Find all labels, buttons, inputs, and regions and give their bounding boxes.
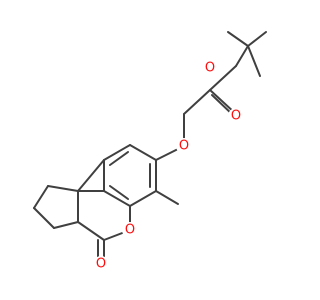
bond [247, 45, 261, 77]
bond [109, 185, 129, 200]
ring-oxygen-atom: O [122, 222, 138, 238]
molecule-structure: O O O O O [33, 31, 267, 272]
carbonyl-oxygen-ester-label: O [231, 109, 241, 124]
bonds [33, 31, 267, 263]
ring-oxygen-label: O [125, 223, 135, 238]
bond [247, 31, 267, 47]
bond [77, 221, 105, 241]
bond [103, 190, 131, 207]
bond [47, 185, 79, 192]
bond [155, 190, 179, 205]
bond [129, 144, 157, 161]
carbonyl-oxygen-ester-atom: O [228, 108, 244, 124]
bond [77, 159, 105, 192]
bond [53, 221, 79, 229]
bond [209, 65, 237, 91]
bond [227, 31, 249, 47]
ester-oxygen-atom: O [202, 60, 218, 76]
bond [235, 45, 249, 67]
bond [183, 89, 211, 115]
bond [129, 190, 157, 207]
bond [33, 185, 49, 209]
ether-oxygen-label: O [179, 139, 189, 154]
bond [33, 207, 55, 229]
bond [103, 144, 131, 161]
ether-oxygen-atom: O [176, 138, 192, 154]
carbonyl-oxygen-lactone-atom: O [93, 256, 109, 272]
atom-labels: O O O O O [93, 60, 244, 272]
bond [109, 151, 129, 166]
carbonyl-oxygen-lactone-label: O [96, 257, 106, 272]
ester-oxygen-label: O [205, 61, 215, 76]
